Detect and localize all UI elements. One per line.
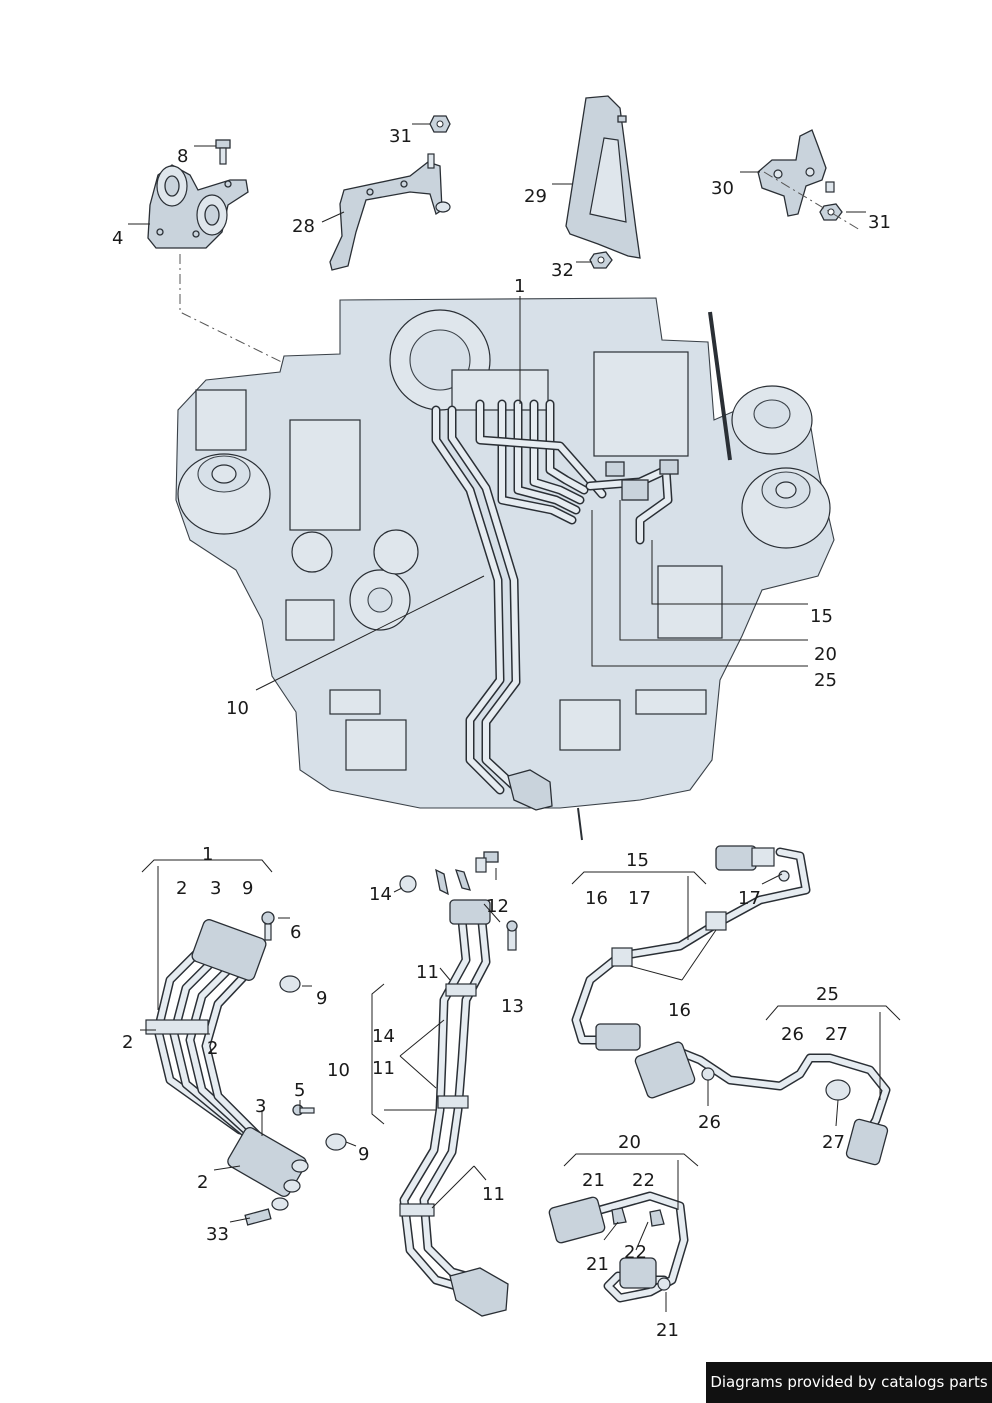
callout-26-header: 26 bbox=[781, 1024, 804, 1045]
part-4-mount-bracket bbox=[147, 164, 249, 249]
callout-29: 29 bbox=[524, 186, 547, 207]
callout-4: 4 bbox=[112, 228, 123, 249]
callout-2-b: 2 bbox=[207, 1038, 218, 1059]
callout-15-group: 15 bbox=[626, 850, 649, 871]
callout-12: 12 bbox=[486, 896, 509, 917]
callout-31-top: 31 bbox=[389, 126, 412, 147]
callout-16: 16 bbox=[668, 1000, 691, 1021]
callout-22: 22 bbox=[624, 1242, 647, 1263]
part-15-harness-detail bbox=[571, 845, 811, 1051]
part-31-nut-top bbox=[429, 115, 451, 133]
callout-31-right: 31 bbox=[868, 212, 891, 233]
callout-21-b: 21 bbox=[656, 1320, 679, 1341]
part-30-bracket bbox=[757, 129, 835, 217]
callout-11-c: 11 bbox=[482, 1184, 505, 1205]
callout-2-header: 2 bbox=[176, 878, 187, 899]
callout-11-a: 11 bbox=[416, 962, 439, 983]
part-28-bracket bbox=[329, 153, 451, 271]
callout-13: 13 bbox=[501, 996, 524, 1017]
callout-10: 10 bbox=[327, 1060, 350, 1081]
engine-assembly bbox=[175, 297, 835, 841]
callout-14-b: 14 bbox=[372, 1026, 395, 1047]
callout-9-a: 9 bbox=[316, 988, 327, 1009]
callout-1-top: 1 bbox=[514, 276, 525, 297]
callout-21-a: 21 bbox=[586, 1254, 609, 1275]
callout-28: 28 bbox=[292, 216, 315, 237]
callout-labels: 4 8 31 28 29 32 30 31 1 15 20 25 10 1 2 … bbox=[112, 126, 891, 1341]
callout-9-b: 9 bbox=[358, 1144, 369, 1165]
part-10-line-set-detail bbox=[399, 851, 518, 1317]
part-20-harness-detail bbox=[548, 1191, 689, 1303]
callout-20-right: 20 bbox=[814, 644, 837, 665]
part-25-harness-detail bbox=[634, 1041, 891, 1166]
callout-2-c: 2 bbox=[197, 1172, 208, 1193]
callout-5: 5 bbox=[294, 1080, 305, 1101]
part-32-nut bbox=[589, 251, 613, 269]
callout-32: 32 bbox=[551, 260, 574, 281]
leader-lines bbox=[128, 123, 901, 1312]
callout-20-group: 20 bbox=[618, 1132, 641, 1153]
callout-22-header: 22 bbox=[632, 1170, 655, 1191]
callout-14-a: 14 bbox=[369, 884, 392, 905]
part-8-bolt bbox=[215, 139, 231, 165]
callout-1-group: 1 bbox=[202, 844, 213, 865]
callout-6: 6 bbox=[290, 922, 301, 943]
credit-banner: Diagrams provided by catalogs parts bbox=[706, 1362, 992, 1403]
callout-8: 8 bbox=[177, 146, 188, 167]
callout-11-b: 11 bbox=[372, 1058, 395, 1079]
callout-9-header: 9 bbox=[242, 878, 253, 899]
callout-17: 17 bbox=[738, 888, 761, 909]
callout-2-a: 2 bbox=[122, 1032, 133, 1053]
part-29-heat-shield bbox=[565, 95, 641, 259]
callout-15-right: 15 bbox=[810, 606, 833, 627]
callout-3: 3 bbox=[255, 1096, 266, 1117]
part-1-line-set-detail bbox=[145, 911, 347, 1226]
callout-25-group: 25 bbox=[816, 984, 839, 1005]
callout-17-header: 17 bbox=[628, 888, 651, 909]
callout-27-header: 27 bbox=[825, 1024, 848, 1045]
callout-3-header: 3 bbox=[210, 878, 221, 899]
callout-26: 26 bbox=[698, 1112, 721, 1133]
callout-16-header: 16 bbox=[585, 888, 608, 909]
callout-25-right: 25 bbox=[814, 670, 837, 691]
callout-27: 27 bbox=[822, 1132, 845, 1153]
callout-30: 30 bbox=[711, 178, 734, 199]
callout-33: 33 bbox=[206, 1224, 229, 1245]
callout-21-header: 21 bbox=[582, 1170, 605, 1191]
callout-10-top: 10 bbox=[226, 698, 249, 719]
